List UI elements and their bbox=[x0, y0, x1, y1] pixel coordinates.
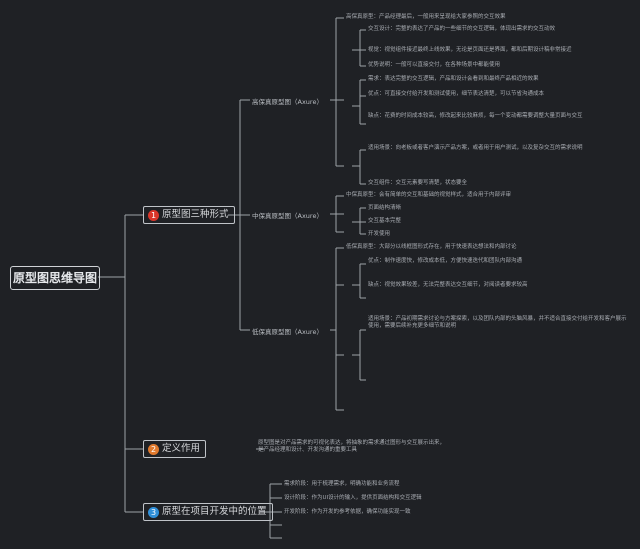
sub-low-fidelity[interactable]: 低保真原型图（Axure） bbox=[252, 328, 323, 336]
leaf-hifi-e[interactable]: 优点：可直接交付给开发和测试使用，细节表达清楚，可以节省沟通成本 bbox=[368, 91, 545, 97]
branch-label: 定义作用 bbox=[162, 443, 201, 454]
number-badge-1: 1 bbox=[148, 210, 159, 221]
leaf-hifi-a[interactable]: 交互设计：完整的表达了产品的一些细节的交互逻辑，体现出需求的交互动效 bbox=[368, 26, 556, 32]
leaf-hifi-b[interactable]: 视觉：视觉组件接近最终上线效果，无论是页面还是界面，都和后期设计稿非常接近 bbox=[368, 47, 572, 53]
leaf-position-b[interactable]: 设计阶段：作为UI设计的输入，提供页面结构和交互逻辑 bbox=[284, 495, 422, 501]
leaf-low-a[interactable]: 优点：制作速度快，修改成本低，方便快速迭代和团队内部沟通 bbox=[368, 258, 523, 264]
leaf-position-c[interactable]: 开发阶段：作为开发的参考依据，确保功能实现一致 bbox=[284, 509, 411, 515]
number-badge-2: 2 bbox=[148, 444, 159, 455]
leaf-low-intro[interactable]: 低保真原型：大部分以线框图形式存在，用于快速表达想法和内部讨论 bbox=[346, 244, 517, 250]
leaf-hifi-h[interactable]: 交互组件：交互元素要写清楚，状态要全 bbox=[368, 180, 468, 186]
branch-label: 原型图三种形式 bbox=[162, 209, 229, 220]
leaf-mid-intro[interactable]: 中保真原型：会有简单的交互和基础的视觉样式，适合用于内部评审 bbox=[346, 192, 512, 198]
leaf-mid-c[interactable]: 开发使用 bbox=[368, 231, 391, 237]
leaf-hifi-intro[interactable]: 高保真原型：产品经理最后，一般用来呈现给大家参照的交互效果 bbox=[346, 14, 506, 20]
sub-mid-fidelity[interactable]: 中保真原型图（Axure） bbox=[252, 212, 323, 220]
leaf-mid-a[interactable]: 页面结构清晰 bbox=[368, 205, 402, 211]
number-badge-3: 3 bbox=[148, 507, 159, 518]
leaf-hifi-c[interactable]: 优势说明：一般可以直接交付，在各种场景中都能使用 bbox=[368, 62, 501, 68]
leaf-hifi-d[interactable]: 需求：表达完整的交互逻辑，产品和设计会看到和最终产品相近的效果 bbox=[368, 76, 539, 82]
sub-high-fidelity[interactable]: 高保真原型图（Axure） bbox=[252, 98, 323, 106]
leaf-mid-b[interactable]: 交互基本完整 bbox=[368, 218, 402, 224]
leaf-low-b[interactable]: 缺点：视觉效果较差，无法完整表达交互细节，对阅读者要求较高 bbox=[368, 282, 528, 288]
leaf-definition[interactable]: 原型图是对产品需求的可视化表达，将抽象的需求通过图形与交互展示出来，是产品经理和… bbox=[258, 440, 446, 453]
leaf-hifi-g[interactable]: 适用场景：向老板或者客户演示产品方案，或者用于用户测试，以及复杂交互的需求说明 bbox=[368, 145, 583, 151]
leaf-low-c[interactable]: 适用场景：产品初期需求讨论与方案探索，以及团队内部的头脑风暴，并不适合直接交付给… bbox=[368, 316, 627, 329]
leaf-hifi-f[interactable]: 缺点：花费的时间成本较高，修改起来比较麻烦，每一个变动都需要调整大量页面与交互 bbox=[368, 113, 583, 119]
branch-label: 原型在项目开发中的位置 bbox=[162, 506, 267, 517]
leaf-position-a[interactable]: 需求阶段：用于梳理需求，明确功能和业务流程 bbox=[284, 481, 400, 487]
root-node[interactable]: 原型图思维导图 bbox=[10, 266, 100, 290]
